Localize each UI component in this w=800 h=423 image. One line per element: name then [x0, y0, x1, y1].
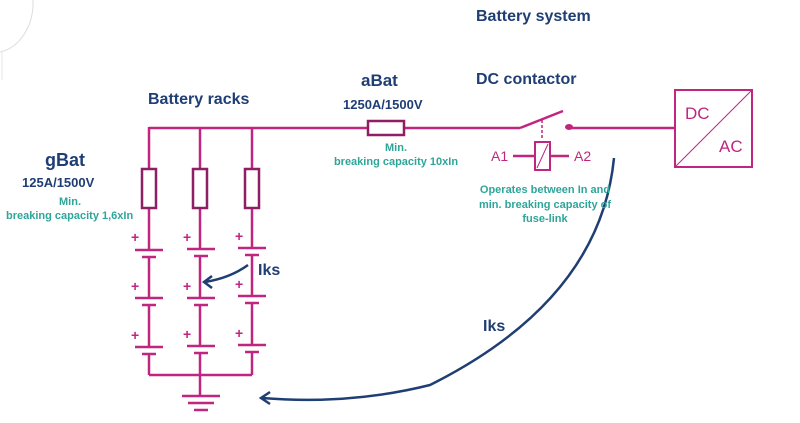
- diagram-title: Battery system: [476, 8, 591, 25]
- rack-feeders: [147, 127, 254, 249]
- converter-ac-label: AC: [719, 137, 743, 156]
- ground-symbol: [182, 394, 220, 412]
- plus-sign: +: [183, 278, 192, 294]
- abat-note-line1: Min.: [385, 142, 407, 154]
- plus-sign: +: [183, 326, 192, 342]
- abat-name: aBat: [361, 71, 398, 90]
- plus-sign: +: [131, 278, 140, 294]
- dc-contactor-label: DC contactor: [476, 71, 577, 88]
- contactor-note-line3: fuse-link: [522, 213, 568, 225]
- plus-sign: +: [235, 276, 244, 292]
- gbat-note-line1: Min.: [59, 196, 81, 208]
- contactor-note-line2: min. breaking capacity of: [478, 199, 612, 211]
- gbat-name: gBat: [45, 150, 85, 170]
- battery-cells: [135, 246, 266, 395]
- converter-dc-label: DC: [685, 104, 710, 123]
- plus-sign: +: [235, 228, 244, 244]
- coil-a1-label: A1: [491, 148, 509, 164]
- gbat-note-line2: breaking capacity 1,6xIn: [6, 210, 134, 222]
- plus-sign: +: [235, 325, 244, 341]
- plus-sign: +: [183, 229, 192, 245]
- dc-contactor-symbol: [513, 109, 573, 171]
- gbat-rating: 125A/1500V: [22, 175, 95, 190]
- iks-rack-label: Iks: [258, 262, 281, 279]
- contactor-note-line1: Operates between In and: [479, 184, 611, 196]
- decorative-corner-arc: [0, 0, 34, 53]
- plus-sign: +: [131, 229, 140, 245]
- gbat-fuse-symbols: [140, 167, 261, 210]
- coil-a2-label: A2: [574, 148, 592, 164]
- abat-fuse-symbol: [366, 119, 406, 137]
- abat-note-line2: breaking capacity 10xIn: [333, 156, 459, 168]
- dc-ac-converter-symbol: [674, 89, 753, 168]
- iks-system-label: Iks: [483, 318, 506, 335]
- plus-sign: +: [131, 327, 140, 343]
- battery-racks-label: Battery racks: [148, 91, 250, 108]
- abat-rating: 1250A/1500V: [343, 97, 423, 112]
- iks-rack-arrow: [201, 263, 249, 289]
- iks-system-arrow: [258, 157, 616, 406]
